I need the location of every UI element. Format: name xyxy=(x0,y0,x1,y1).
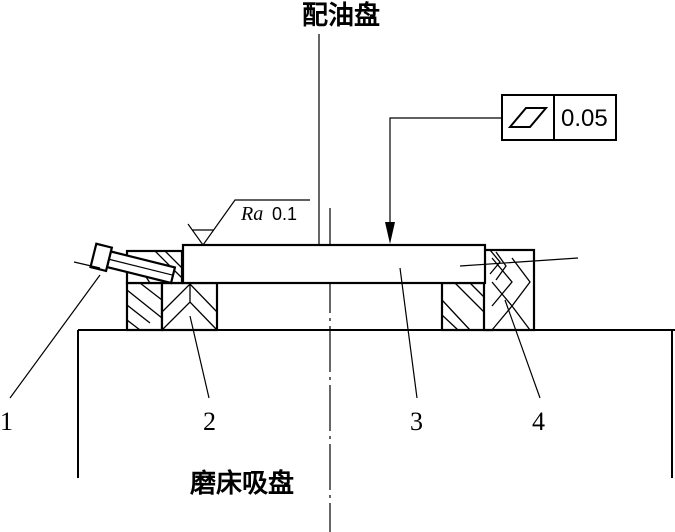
leader-part-1 xyxy=(9,274,101,399)
surface-finish-symbol: Ra 0.1 xyxy=(187,199,310,247)
leader-part-2 xyxy=(189,315,210,399)
part-number-3: 3 xyxy=(410,407,423,436)
label-oil-distributor: 配油盘 xyxy=(302,0,380,31)
tolerance-value: 0.05 xyxy=(561,105,608,132)
surface-finish-prefix: Ra xyxy=(240,203,263,225)
flatness-icon xyxy=(507,107,549,128)
surface-finish-value: 0.1 xyxy=(272,204,297,224)
oil-distributor-plate xyxy=(181,243,487,285)
flatness-tolerance-frame: 0.05 xyxy=(385,94,617,244)
grinder-chuck xyxy=(77,329,675,478)
leader-part-4 xyxy=(504,299,541,399)
leader-right-block xyxy=(459,257,579,267)
part-number-4: 4 xyxy=(532,407,545,436)
leader-part-3 xyxy=(399,267,418,399)
part-number-2: 2 xyxy=(203,407,216,436)
clamp-screw xyxy=(89,242,177,285)
tolerance-arrow xyxy=(385,222,395,244)
tolerance-leader xyxy=(389,117,502,232)
screw-axis xyxy=(73,261,101,269)
part-number-1: 1 xyxy=(0,407,13,436)
right-support-blocks xyxy=(440,248,536,332)
label-grinder-chuck: 磨床吸盘 xyxy=(190,468,294,499)
left-support-blocks xyxy=(125,249,219,332)
